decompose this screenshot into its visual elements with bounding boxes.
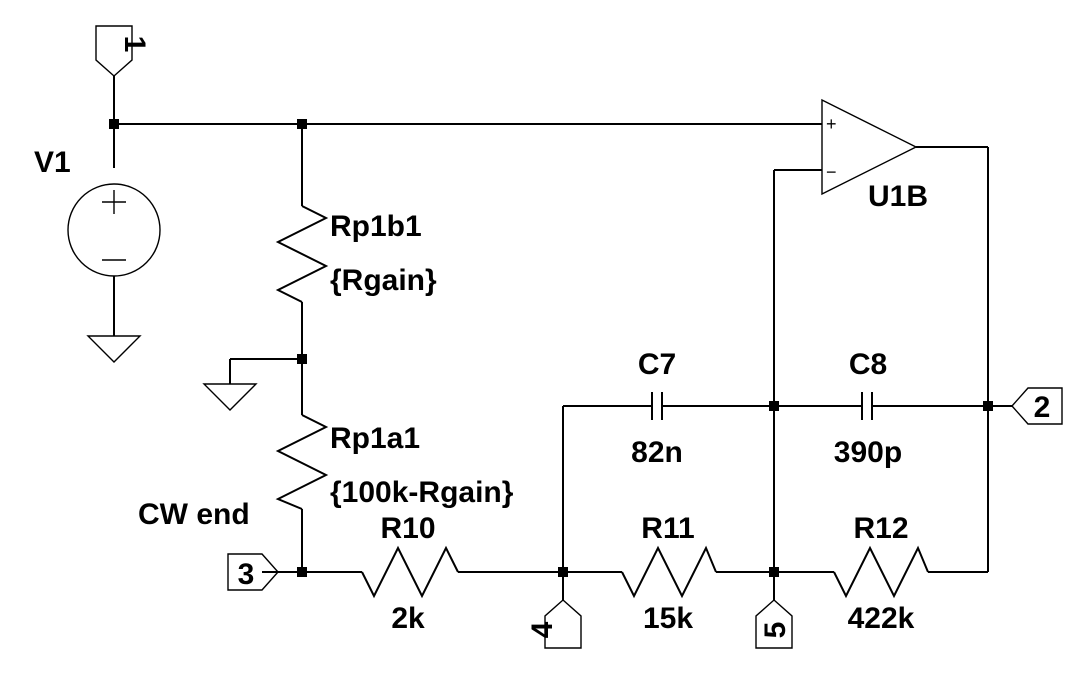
rp1a1-ref-label: Rp1a1 <box>330 422 420 455</box>
op-amp-minus-sign: − <box>826 162 837 182</box>
capacitor-c8: C8 390p <box>834 348 902 469</box>
junction-dot <box>297 567 307 577</box>
c8-value-label: 390p <box>834 436 902 469</box>
cw-end-annotation: CW end <box>138 498 250 531</box>
wires <box>113 76 1012 600</box>
port-4-label: 4 <box>526 621 559 638</box>
port-3: 3 <box>227 553 279 591</box>
op-amp-plus-sign: + <box>826 114 837 134</box>
port-2: 2 <box>1011 387 1063 425</box>
source-circle <box>67 183 161 277</box>
resistor-rp1a1: Rp1a1 {100k-Rgain} <box>275 414 514 510</box>
port-2-label: 2 <box>1034 391 1051 424</box>
port-flag <box>544 599 582 649</box>
junction-dot <box>109 119 119 129</box>
resistor-zigzag <box>361 545 459 599</box>
resistor-r11: R11 15k <box>621 512 717 635</box>
r11-ref-label: R11 <box>641 512 694 545</box>
port-5: 5 <box>755 599 793 649</box>
port-flag <box>755 599 793 649</box>
resistor-zigzag <box>275 414 329 510</box>
r10-value-label: 2k <box>391 602 425 635</box>
resistor-zigzag <box>621 545 717 599</box>
resistor-r12: R12 422k <box>833 512 929 635</box>
port-5-label: 5 <box>759 622 792 639</box>
resistor-r10: R10 2k <box>361 512 459 635</box>
resistor-rp1b1: Rp1b1 {Rgain} <box>275 205 437 303</box>
junction-dot <box>769 567 779 577</box>
capacitor-c7: C7 82n <box>631 348 683 469</box>
rp1b1-ref-label: Rp1b1 <box>330 210 422 243</box>
ground-symbol <box>202 383 258 411</box>
resistor-zigzag <box>833 545 929 599</box>
c7-value-label: 82n <box>631 436 683 469</box>
junction-dot <box>983 401 993 411</box>
ground-symbol <box>86 335 142 363</box>
port-4: 4 <box>526 599 582 649</box>
resistor-zigzag <box>275 205 329 303</box>
op-amp-u1b: + − U1B <box>821 98 928 213</box>
r12-ref-label: R12 <box>853 512 908 545</box>
ground-icon <box>86 335 142 363</box>
port-flag <box>1011 387 1063 425</box>
voltage-source-v1: V1 <box>34 146 161 277</box>
c8-ref-label: C8 <box>849 348 887 381</box>
port-3-label: 3 <box>238 558 255 591</box>
junction-dot <box>558 567 568 577</box>
u1b-ref-label: U1B <box>868 180 928 213</box>
op-amp-triangle <box>821 98 918 196</box>
junction-dot <box>297 354 307 364</box>
r12-value-label: 422k <box>848 602 915 635</box>
ground-icon <box>202 383 258 411</box>
port-1-label: 1 <box>118 36 151 53</box>
c7-ref-label: C7 <box>638 348 676 381</box>
rp1a1-value-label: {100k-Rgain} <box>330 476 514 509</box>
rp1b1-value-label: {Rgain} <box>330 264 437 297</box>
port-1: 1 <box>95 25 151 77</box>
r11-value-label: 15k <box>643 602 693 635</box>
v1-ref-label: V1 <box>34 146 71 179</box>
r10-ref-label: R10 <box>380 512 435 545</box>
junctions <box>109 119 993 577</box>
junction-dot <box>769 401 779 411</box>
junction-dot <box>297 119 307 129</box>
port-flag <box>227 553 279 591</box>
port-flag <box>95 25 133 77</box>
